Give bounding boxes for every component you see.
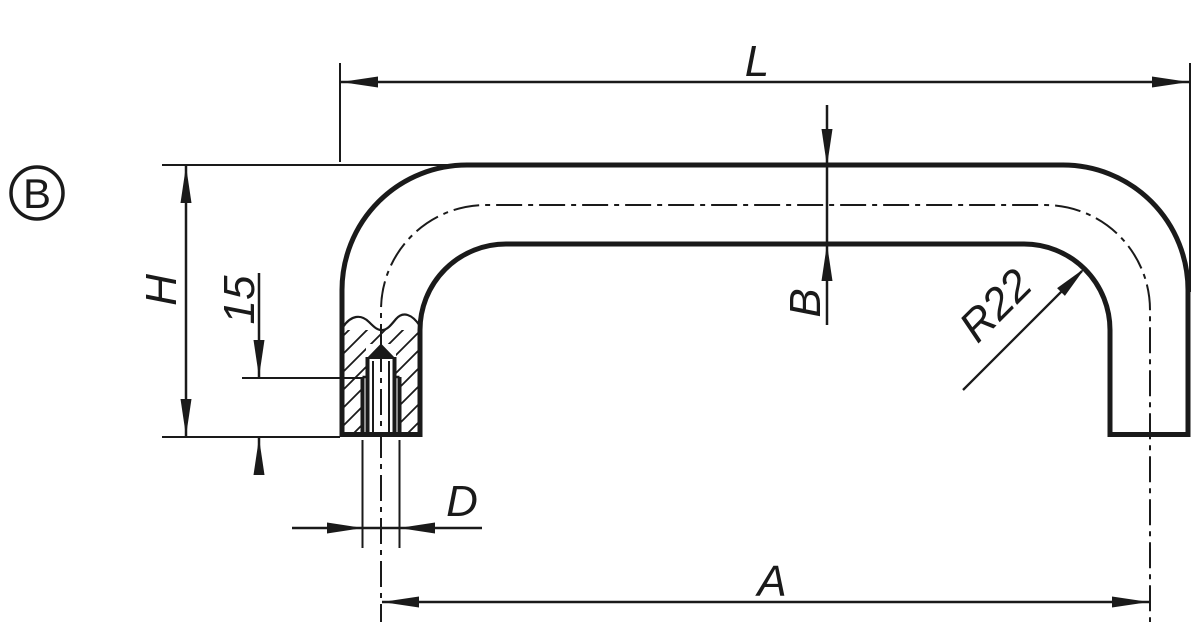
arrowhead-diagonal-icon [1057, 268, 1085, 296]
dimension-H-extension-lines [162, 164, 472, 438]
dimension-A-label: A [754, 557, 786, 606]
dimension-L-extension-lines [339, 63, 1191, 292]
left-leg-section [342, 313, 421, 434]
arrowhead-down-icon [253, 340, 265, 377]
dimension-L: L [339, 37, 1191, 292]
arrowhead-left-icon [341, 76, 378, 88]
drill-point-cone [366, 343, 396, 359]
view-label-text: B [23, 170, 51, 217]
arrowhead-right-icon [1112, 596, 1149, 608]
dimension-B: B [781, 105, 833, 325]
radius-label: R22 [950, 260, 1042, 352]
dimension-thread-depth: 15 [215, 273, 364, 475]
dimension-H-label: H [137, 274, 186, 306]
tapped-hole-minor-lines [365, 357, 397, 433]
arrowhead-up-icon [180, 166, 192, 203]
arrowhead-up-icon [253, 438, 265, 475]
arrowhead-up-icon [821, 244, 833, 281]
arrowhead-left-icon [399, 522, 435, 534]
arrowhead-down-icon [180, 399, 192, 436]
handle-body [339, 162, 1191, 622]
dimension-D: D [292, 440, 482, 548]
tube-centerline [380, 204, 1151, 622]
tapped-hole-thread-lines [372, 361, 390, 433]
handle-inner-profile [417, 241, 1113, 437]
thread-depth-label: 15 [215, 275, 264, 324]
dimension-L-label: L [745, 37, 769, 86]
dimension-R22: R22 [950, 260, 1085, 391]
view-label-circle [9, 165, 65, 221]
arrowhead-left-icon [382, 596, 419, 608]
dimension-A: A [382, 557, 1150, 608]
arrowhead-right-icon [1152, 76, 1189, 88]
dimension-B-label: B [781, 288, 830, 317]
dimension-D-label: D [446, 477, 478, 526]
view-label-badge: B [9, 165, 65, 221]
handle-outer-profile [339, 162, 1191, 437]
dimension-H: H [137, 164, 472, 438]
section-break-wavy-line [342, 313, 421, 332]
counterbore-lines [360, 377, 402, 434]
arrowhead-right-icon [327, 522, 363, 534]
arrowhead-down-icon [821, 129, 833, 166]
dimension-D-extension-lines [361, 440, 401, 548]
